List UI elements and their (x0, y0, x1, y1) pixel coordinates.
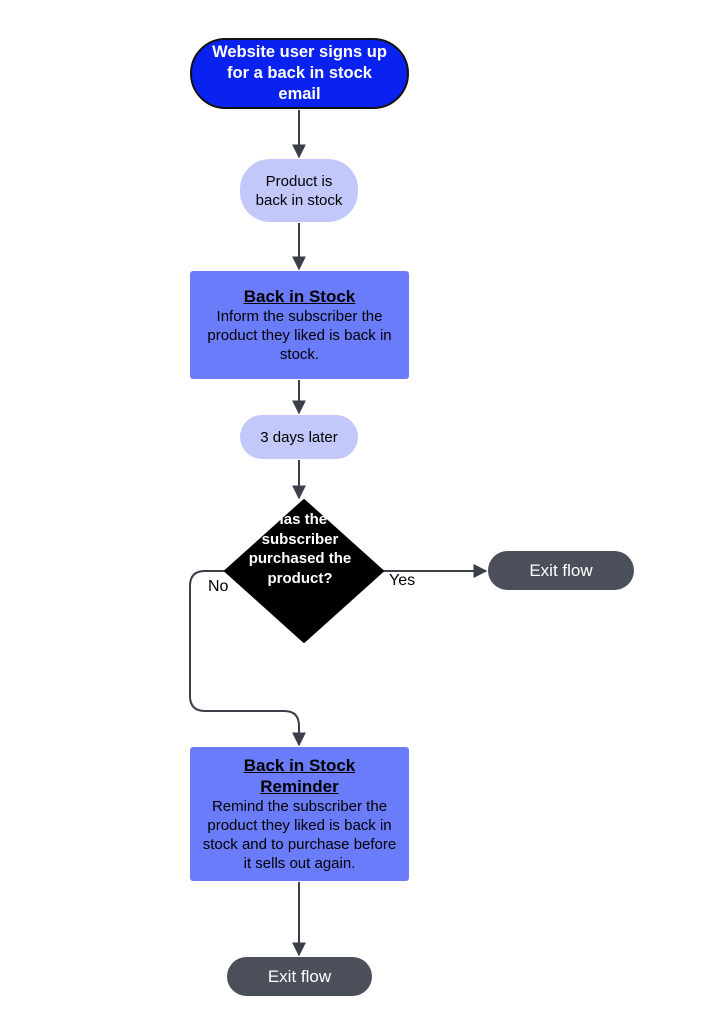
delay-label: 3 days later (260, 428, 338, 446)
connector-decision-no (189, 570, 306, 747)
email2-body: Remind the subscriber the product they l… (202, 798, 397, 872)
yes-branch-label: Yes (389, 572, 416, 589)
back-in-stock-email-node: Back in Stock Inform the subscriber the … (190, 271, 409, 379)
start-label: Website user signs up for a back in stoc… (212, 43, 387, 103)
delay-node: 3 days later (240, 415, 358, 459)
decision-diamond (224, 499, 384, 643)
back-in-stock-reminder-email-node: Back in Stock Reminder Remind the subscr… (190, 747, 409, 881)
exit-end-label: Exit flow (267, 966, 332, 986)
exit-flow-node-yes: Exit flow (488, 551, 634, 590)
trigger-label: Product is back in stock (255, 172, 343, 209)
email1-body: Inform the subscriber the product they l… (207, 308, 392, 363)
exit-flow-node-end: Exit flow (227, 957, 372, 996)
email1-title: Back in Stock (243, 287, 356, 306)
no-branch-label: No (208, 578, 229, 595)
decision-label: Has the subscriber purchased the product… (248, 511, 352, 587)
exit-yes-label: Exit flow (529, 560, 593, 580)
trigger-node: Product is back in stock (240, 159, 358, 222)
start-node: Website user signs up for a back in stoc… (190, 38, 409, 109)
email2-title: Back in Stock Reminder (243, 756, 356, 796)
